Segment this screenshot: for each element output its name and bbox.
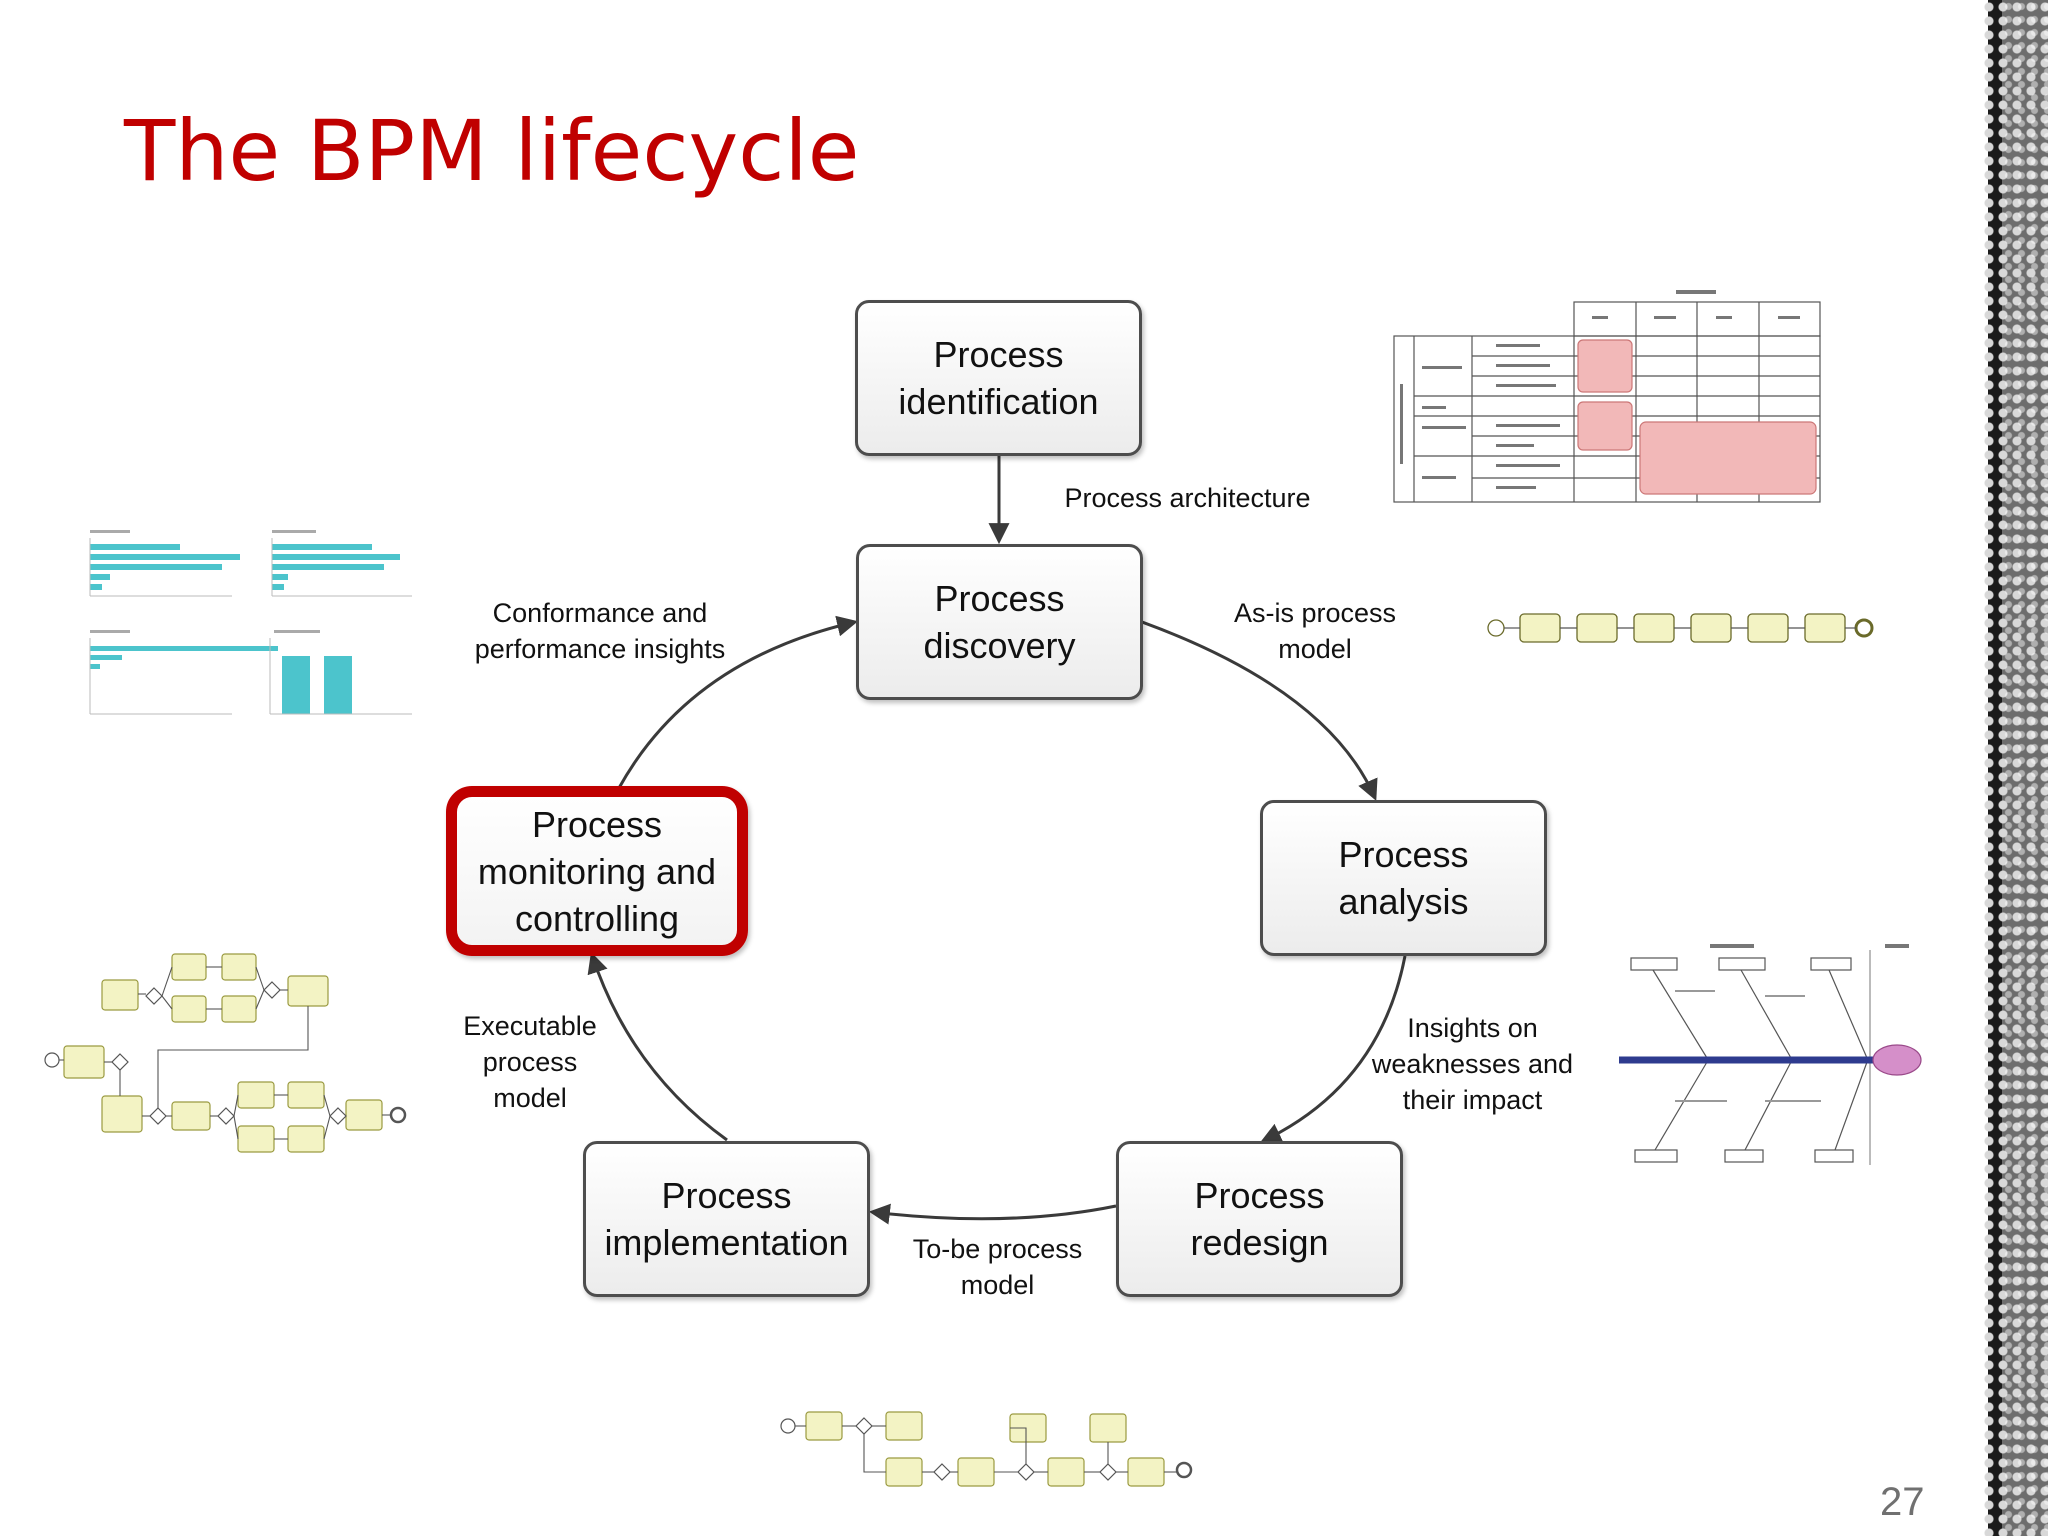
arrow-analysis-to-redesign <box>1260 955 1407 1143</box>
label-conformance-and-performance-insights: Conformance and performance insights <box>474 598 726 664</box>
decorative-strip <box>1982 0 2048 1536</box>
lifecycle-arrows <box>587 456 1407 1225</box>
node-process-analysis: Process analysis <box>1260 800 1547 956</box>
node-process-discovery: Process discovery <box>856 544 1143 700</box>
node-process-monitoring-and-controlling: Process monitoring and controlling <box>446 786 748 956</box>
label-to-be-process-model: To-be process model <box>912 1234 1083 1300</box>
to-be-process-model-thumbnail <box>780 1411 1193 1487</box>
dashboard-bar-charts-thumbnail <box>89 530 412 715</box>
fishbone-diagram-thumbnail <box>1619 944 1922 1165</box>
page-number: 27 <box>1880 1480 1925 1524</box>
arrow-implementation-to-monitoring <box>587 952 728 1142</box>
label-as-is-process-model: As-is process model <box>1233 598 1397 664</box>
label-process-architecture: Process architecture <box>1064 483 1311 513</box>
slide-title: The BPM lifecycle <box>124 102 860 200</box>
executable-process-model-thumbnail <box>44 953 407 1153</box>
arrow-redesign-to-implementation <box>868 1203 1117 1225</box>
arrow-monitoring-to-discovery <box>617 615 859 789</box>
as-is-process-model-thumbnail <box>1487 613 1874 643</box>
node-process-implementation: Process implementation <box>583 1141 870 1297</box>
arrow-discovery-to-analysis <box>1141 620 1378 801</box>
node-process-redesign: Process redesign <box>1116 1141 1403 1297</box>
label-executable-process-model: Executable process model <box>463 1011 597 1113</box>
node-process-identification: Process identification <box>855 300 1142 456</box>
process-architecture-matrix-thumbnail <box>1393 290 1821 503</box>
label-insights-on-weaknesses: Insights on weaknesses and their impact <box>1371 1013 1574 1115</box>
